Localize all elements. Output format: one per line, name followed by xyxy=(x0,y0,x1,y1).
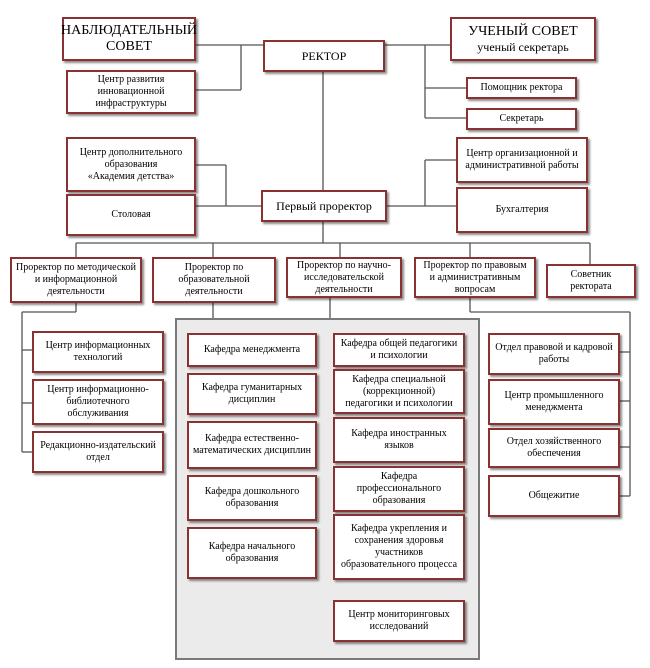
box-innovation-center: Центр развития инновационной инфраструкт… xyxy=(66,70,196,114)
industrial-management-label: Центр промышленного менеджмента xyxy=(504,390,604,413)
dept-foreign-languages-label: Кафедра иностранных языков xyxy=(351,428,447,451)
box-dept-foreign-languages: Кафедра иностранных языков xyxy=(333,417,465,463)
box-dormitory: Общежитие xyxy=(488,475,620,517)
childhood-academy-label: «Академия детства» xyxy=(87,170,175,182)
box-industrial-management: Центр промышленного менеджмента xyxy=(488,379,620,425)
box-monitoring-center: Центр мониторинговых исследований xyxy=(333,600,465,642)
publishing-department-label: Редакционно-издательский отдел xyxy=(40,440,156,463)
box-household: Отдел хозяйственного обеспечения xyxy=(488,428,620,468)
box-legal-hr: Отдел правовой и кадровой работы xyxy=(488,333,620,375)
box-canteen: Столовая xyxy=(66,194,196,236)
box-accounting: Бухгалтерия xyxy=(456,187,588,233)
box-rector-assistant: Помощник ректора xyxy=(466,77,577,99)
supervisory-board-label: НАБЛЮДАТЕЛЬНЫЙ СОВЕТ xyxy=(60,22,198,54)
box-secretary: Секретарь xyxy=(466,108,577,130)
dept-humanities-label: Кафедра гуманитарных дисциплин xyxy=(201,382,303,405)
rector-assistant-label: Помощник ректора xyxy=(480,82,563,93)
organizational-center-label: Центр организационной и административной… xyxy=(465,148,579,171)
box-dept-preschool: Кафедра дошкольного образования xyxy=(187,475,317,521)
box-organizational-center: Центр организационной и административной… xyxy=(456,137,588,183)
accounting-label: Бухгалтерия xyxy=(495,204,549,215)
box-first-prorector: Первый проректор xyxy=(261,190,387,222)
library-center-label: Центр информационно-библиотечного обслуж… xyxy=(47,384,149,419)
box-prorector-methodical: Проректор по методической и информационн… xyxy=(10,257,142,303)
academic-council-label: УЧЕНЫЙ СОВЕТ xyxy=(468,23,578,39)
it-center-label: Центр информационных технологий xyxy=(45,340,151,363)
dept-health-label: Кафедра укрепления и сохранения здоровья… xyxy=(340,523,458,570)
box-it-center: Центр информационных технологий xyxy=(32,331,164,373)
prorector-methodical-label: Проректор по методической и информационн… xyxy=(16,262,136,297)
dept-preschool-label: Кафедра дошкольного образования xyxy=(204,486,300,509)
box-dept-health: Кафедра укрепления и сохранения здоровья… xyxy=(333,514,465,580)
box-publishing-department: Редакционно-издательский отдел xyxy=(32,431,164,473)
box-prorector-research: Проректор по научно-исследовательской де… xyxy=(286,257,402,298)
academic-secretary-label: ученый секретарь xyxy=(477,39,569,54)
box-additional-education: Центр дополнительного образования «Акаде… xyxy=(66,137,196,192)
innovation-center-label: Центр развития инновационной инфраструкт… xyxy=(95,74,167,109)
dept-management-label: Кафедра менеджмента xyxy=(203,344,301,355)
dept-special-pedagogy-label: Кафедра специальной (коррекционной) педа… xyxy=(345,373,453,409)
dept-natural-math-label: Кафедра естественно-математических дисци… xyxy=(193,433,311,456)
box-academic-council: УЧЕНЫЙ СОВЕТ ученый секретарь xyxy=(450,17,596,61)
box-prorector-educational: Проректор по образовательной деятельност… xyxy=(152,257,276,303)
box-library-center: Центр информационно-библиотечного обслуж… xyxy=(32,379,164,425)
legal-hr-label: Отдел правовой и кадровой работы xyxy=(495,342,613,365)
box-rectorate-advisor: Советник ректората xyxy=(546,264,636,298)
monitoring-center-label: Центр мониторинговых исследований xyxy=(348,609,450,632)
household-label: Отдел хозяйственного обеспечения xyxy=(506,436,602,459)
secretary-label: Секретарь xyxy=(499,113,544,124)
dept-professional-label: Кафедра профессионального образования xyxy=(356,471,442,506)
box-dept-primary: Кафедра начального образования xyxy=(187,527,317,579)
box-rector: РЕКТОР xyxy=(263,40,385,72)
box-dept-professional: Кафедра профессионального образования xyxy=(333,466,465,512)
box-dept-management: Кафедра менеджмента xyxy=(187,333,317,367)
box-dept-pedagogy: Кафедра общей педагогики и психологии xyxy=(333,333,465,367)
box-prorector-legal: Проректор по правовым и административным… xyxy=(414,257,536,298)
box-dept-humanities: Кафедра гуманитарных дисциплин xyxy=(187,373,317,415)
prorector-legal-label: Проректор по правовым и административным… xyxy=(423,259,527,295)
first-prorector-label: Первый проректор xyxy=(276,198,372,213)
canteen-label: Столовая xyxy=(111,209,151,220)
prorector-educational-label: Проректор по образовательной деятельност… xyxy=(178,262,250,297)
dept-pedagogy-label: Кафедра общей педагогики и психологии xyxy=(340,338,458,361)
box-dept-special-pedagogy: Кафедра специальной (коррекционной) педа… xyxy=(333,369,465,414)
box-supervisory-board: НАБЛЮДАТЕЛЬНЫЙ СОВЕТ xyxy=(60,17,198,61)
dept-primary-label: Кафедра начального образования xyxy=(208,541,296,564)
rector-label: РЕКТОР xyxy=(301,48,347,63)
dormitory-label: Общежитие xyxy=(528,490,580,501)
additional-education-label: Центр дополнительного образования xyxy=(79,146,183,170)
prorector-research-label: Проректор по научно-исследовательской де… xyxy=(297,259,391,295)
rectorate-advisor-label: Советник ректората xyxy=(570,269,612,292)
box-dept-natural-math: Кафедра естественно-математических дисци… xyxy=(187,421,317,469)
